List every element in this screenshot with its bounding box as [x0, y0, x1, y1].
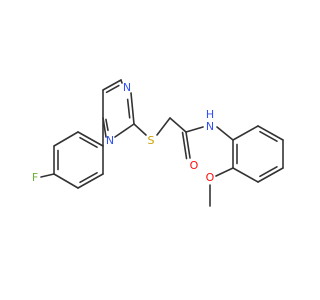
bond-c-f	[40, 173, 55, 178]
atom-labels: F N N S O H N O	[32, 81, 215, 184]
atom-hydrogen-amide: H	[206, 108, 214, 121]
bond-ch2-co	[169, 117, 187, 133]
bond-pyr-inner-2	[126, 98, 131, 119]
molecule-structure: F N N S O H N O	[32, 79, 284, 207]
atom-nitrogen-pyrimidine-top: N	[123, 81, 131, 94]
bond-co-n	[185, 126, 204, 133]
bond-pyr-c2-n3	[114, 123, 135, 138]
bond-c2-s	[133, 123, 147, 136]
bond-phenyl-1	[77, 131, 104, 147]
bond-pyr-n3-c4	[102, 117, 107, 138]
bonds	[40, 79, 284, 207]
bond-pyr-c5-c6	[102, 79, 122, 91]
bond-c-o-2	[181, 131, 188, 160]
bond-s-ch2	[156, 117, 171, 136]
atom-nitrogen-amide: N	[206, 120, 214, 133]
bond-pyr-inner-3	[105, 118, 109, 132]
bond-anisole-1	[232, 125, 259, 141]
bond-phenyl-6	[53, 131, 79, 147]
bond-c-o-1	[185, 131, 191, 159]
bond-n-aryl	[216, 126, 234, 141]
atom-oxygen-methoxy: O	[206, 171, 215, 184]
bond-aryl-o	[215, 167, 234, 177]
bond-phenyl-inner-1	[79, 136, 98, 149]
atom-fluorine: F	[32, 171, 38, 184]
bond-anisole-2	[257, 125, 284, 141]
bond-anisole-5	[232, 167, 259, 183]
bond-phenyl-3	[77, 173, 104, 189]
bond-anisole-inner-2	[259, 166, 278, 178]
atom-sulfur: S	[148, 134, 155, 147]
atom-nitrogen-pyrimidine-bottom: N	[106, 134, 114, 147]
bond-pyr-n1-c2	[130, 92, 135, 125]
atom-oxygen-carbonyl: O	[190, 159, 199, 172]
bond-phenyl-4	[53, 173, 79, 189]
bond-anisole-inner-1	[259, 130, 278, 142]
bond-phenyl-inner-2	[79, 171, 98, 184]
bond-anisole-4	[257, 167, 284, 183]
bond-pyr-inner-1	[105, 84, 120, 94]
bond-pyr-c6-n1	[120, 79, 123, 84]
